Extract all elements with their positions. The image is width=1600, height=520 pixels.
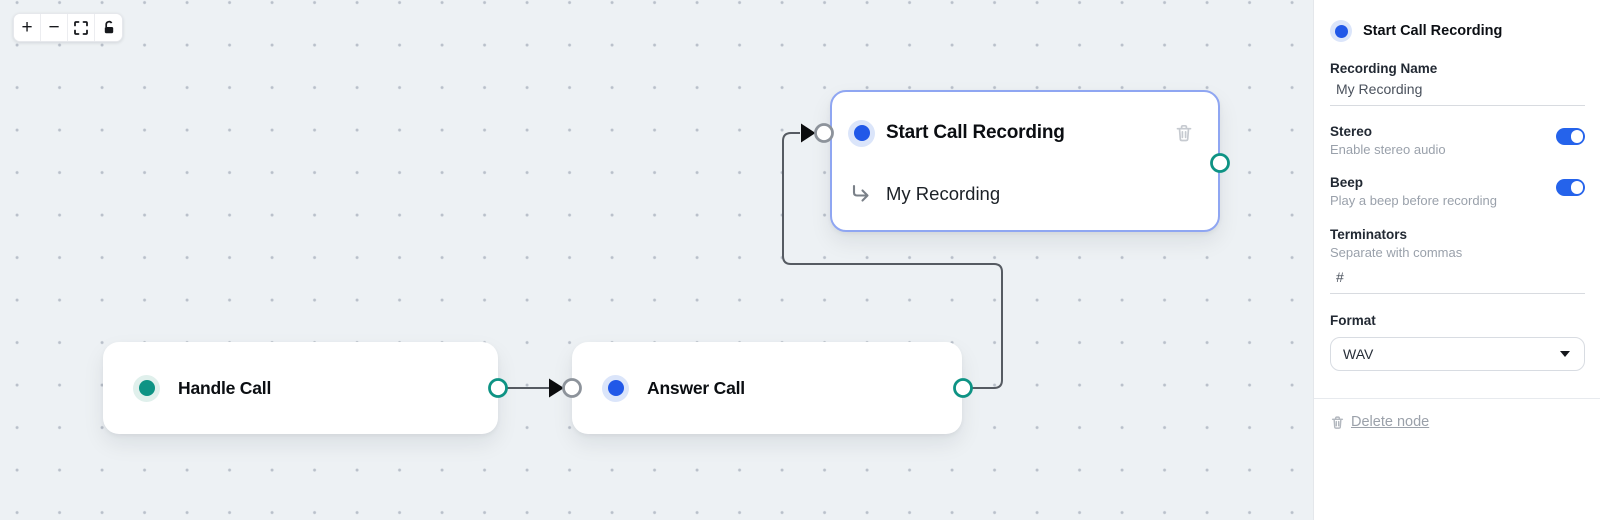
stereo-texts: Stereo Enable stereo audio bbox=[1330, 124, 1446, 157]
zoom-out-button[interactable]: − bbox=[41, 14, 68, 41]
node-start-call-recording[interactable]: Start Call Recording bbox=[830, 90, 1220, 232]
format-label: Format bbox=[1330, 313, 1376, 328]
format-select[interactable]: WAV bbox=[1330, 337, 1585, 371]
minus-icon: − bbox=[48, 17, 60, 38]
node-settings-panel: Start Call Recording Recording Name Ster… bbox=[1313, 0, 1600, 520]
beep-setting-row: Beep Play a beep before recording bbox=[1330, 175, 1585, 208]
plus-icon: + bbox=[21, 17, 33, 38]
node-title: Answer Call bbox=[647, 377, 745, 398]
lock-toggle-button[interactable] bbox=[95, 14, 122, 41]
node-answer-call[interactable]: Answer Call bbox=[572, 342, 962, 434]
stereo-hint: Enable stereo audio bbox=[1330, 142, 1446, 157]
node-accent-icon bbox=[133, 374, 160, 402]
node-header: Start Call Recording bbox=[848, 117, 1194, 149]
stereo-toggle[interactable] bbox=[1556, 128, 1585, 145]
node-delete-button[interactable] bbox=[1174, 123, 1194, 143]
node-accent-icon bbox=[1330, 20, 1352, 42]
trash-icon bbox=[1176, 124, 1192, 142]
fit-view-button[interactable] bbox=[68, 14, 95, 41]
beep-hint: Play a beep before recording bbox=[1330, 193, 1497, 208]
canvas-toolbar: + − bbox=[13, 13, 123, 42]
unlock-icon bbox=[104, 20, 113, 34]
recording-name-field: Recording Name bbox=[1330, 61, 1585, 106]
recording-name-label: Recording Name bbox=[1330, 61, 1438, 76]
chevron-down-icon bbox=[1560, 351, 1570, 357]
node-subtitle-row: My Recording bbox=[848, 178, 1000, 210]
stereo-setting-row: Stereo Enable stereo audio bbox=[1330, 124, 1585, 157]
format-selected-value: WAV bbox=[1343, 346, 1374, 362]
format-field: Format WAV bbox=[1330, 313, 1585, 371]
panel-title: Start Call Recording bbox=[1363, 23, 1503, 39]
flow-canvas[interactable]: + − bbox=[0, 0, 1313, 520]
edge-arrowhead bbox=[549, 378, 564, 398]
fit-view-icon bbox=[74, 20, 88, 35]
node-title: Start Call Recording bbox=[886, 122, 1065, 143]
node-accent-icon bbox=[602, 374, 629, 402]
beep-texts: Beep Play a beep before recording bbox=[1330, 175, 1497, 208]
edge-arrowhead bbox=[801, 123, 816, 143]
trash-icon bbox=[1331, 415, 1344, 429]
zoom-in-button[interactable]: + bbox=[14, 14, 41, 41]
branch-arrow-icon bbox=[848, 182, 872, 206]
terminators-field: Terminators Separate with commas bbox=[1330, 227, 1585, 294]
delete-node-button[interactable]: Delete node bbox=[1330, 414, 1429, 430]
ports-layer bbox=[488, 123, 1230, 398]
panel-footer: Delete node bbox=[1314, 398, 1600, 430]
stereo-label: Stereo bbox=[1330, 124, 1373, 139]
beep-label: Beep bbox=[1330, 175, 1364, 190]
panel-header: Start Call Recording bbox=[1330, 18, 1585, 44]
terminators-hint: Separate with commas bbox=[1330, 245, 1463, 260]
delete-node-label: Delete node bbox=[1351, 414, 1430, 430]
terminators-input[interactable] bbox=[1330, 264, 1585, 294]
node-accent-icon bbox=[848, 119, 875, 147]
node-title: Handle Call bbox=[178, 377, 272, 398]
edges-layer bbox=[498, 123, 1003, 398]
recording-name-input[interactable] bbox=[1330, 76, 1585, 106]
beep-toggle[interactable] bbox=[1556, 179, 1585, 196]
terminators-label: Terminators bbox=[1330, 227, 1408, 242]
node-subtitle: My Recording bbox=[886, 183, 1001, 204]
node-handle-call[interactable]: Handle Call bbox=[103, 342, 498, 434]
